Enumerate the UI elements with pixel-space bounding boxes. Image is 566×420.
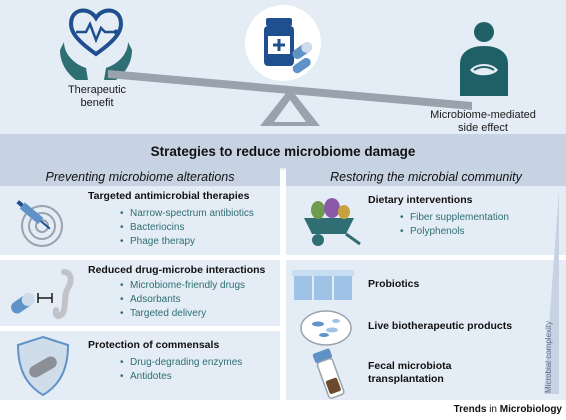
list-item: Antidotes [120,371,172,382]
wheelbarrow-icon [304,198,361,246]
panel-title: Protection of commensals [88,339,220,351]
panel-drug-microbe: Reduced drug-microbe interactions Microb… [0,260,280,326]
lbp-label: Live biotherapeutic products [368,320,513,332]
list-item: Fiber supplementation [400,212,509,223]
right-column: Restoring the microbial community Dietar… [286,168,566,400]
left-heading: Preventing microbiome alterations [0,168,280,186]
panel-title: Dietary interventions [368,194,473,206]
panel-restoring: Probiotics Live biotherapeutic products … [286,190,566,400]
microbial-complexity-label: Microbial complexity [544,320,553,393]
right-heading: Restoring the microbial community [286,168,566,186]
petri-dish-icon [300,310,352,346]
list-item: Narrow-spectrum antibiotics [120,208,254,219]
left-column: Preventing microbiome alterations Target… [0,168,280,400]
list-item: Polyphenols [400,226,465,237]
panel-dietary: Dietary interventions Fiber supplementat… [286,186,566,255]
sample-tube-icon [312,348,345,399]
list-item: Bacteriocins [120,222,185,233]
top-section: Therapeutic benefit Microbiome-mediated … [0,0,566,170]
side-effect-label: Microbiome-mediated side effect [430,109,536,134]
therapeutic-benefit-label: Therapeutic benefit [67,84,127,109]
panel-protection-commensals: Protection of commensals Drug-degrading … [0,331,280,400]
list-item: Microbiome-friendly drugs [120,280,245,291]
drug-microbe-icon [11,269,74,319]
list-item: Drug-degrading enzymes [120,357,242,368]
probiotics-label: Probiotics [368,278,420,290]
credit-part2: in [489,404,497,415]
list-item: Phage therapy [120,236,195,247]
journal-credit: Trends in Microbiology [454,404,562,415]
credit-part3: Microbiology [499,404,562,415]
shield-icon [16,335,70,397]
fmt-label: Fecal microbiota transplantation [368,360,452,385]
panel-title: Reduced drug-microbe interactions [88,264,266,276]
strategies-banner: Strategies to reduce microbiome damage [0,134,566,168]
medicine-bottle-icon [245,5,321,81]
credit-part1: Trends [453,404,487,415]
complexity-wedge-icon [544,190,559,394]
panel-targeted-antimicrobial: Targeted antimicrobial therapies Narrow-… [0,186,280,255]
stomach-ache-person-icon [460,22,508,96]
list-item: Targeted delivery [120,308,206,319]
seesaw-icon [108,70,472,126]
yogurt-cups-icon [292,270,354,300]
target-syringe-icon [16,200,63,247]
panel-title: Targeted antimicrobial therapies [88,190,250,202]
list-item: Adsorbants [120,294,181,305]
